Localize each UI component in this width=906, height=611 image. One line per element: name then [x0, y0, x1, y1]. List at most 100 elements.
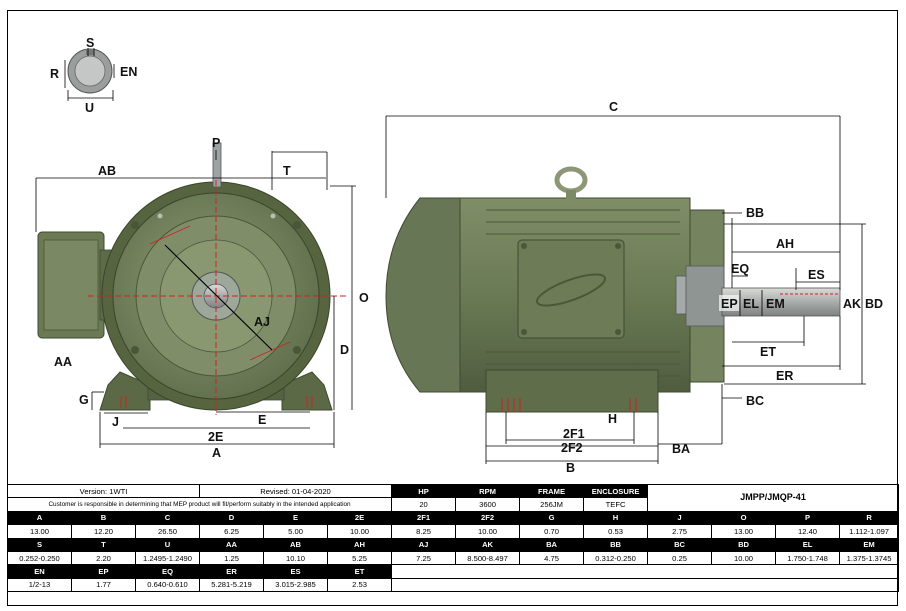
- enclosure-value: TEFC: [583, 497, 649, 512]
- label-o: O: [359, 291, 369, 305]
- dim-value: 10.00: [711, 550, 777, 566]
- dim-label: AB: [263, 537, 329, 552]
- dim-value: 1.112-1.097: [839, 524, 900, 539]
- dims-label-row: A B C D E 2E 2F1 2F2 G H J O P R: [7, 510, 900, 526]
- dim-value: 13.00: [711, 524, 777, 539]
- label-en: EN: [120, 65, 137, 79]
- dim-label: AA: [199, 537, 265, 552]
- version-cell: Version: 1WTI: [6, 483, 201, 499]
- dim-label: ES: [263, 564, 329, 579]
- label-es: ES: [808, 268, 825, 282]
- label-s: S: [86, 36, 94, 50]
- dim-label: EN: [7, 564, 72, 579]
- label-bd: BD: [865, 297, 883, 311]
- label-ba: BA: [672, 442, 690, 456]
- rpm-header: RPM: [455, 483, 521, 499]
- label-ab: AB: [98, 164, 116, 178]
- dim-label: B: [71, 510, 136, 526]
- lifting-eye: [212, 142, 222, 188]
- keyway: [86, 49, 94, 55]
- dim-value: 5.281-5.219: [199, 577, 265, 593]
- dim-value: 8.500-8.497: [455, 550, 521, 566]
- empty-cell: [391, 577, 900, 593]
- label-p: P: [212, 136, 220, 150]
- dim-label: BB: [583, 537, 649, 552]
- label-el: EL: [743, 297, 759, 311]
- label-g: G: [79, 393, 89, 407]
- dims-label-row: S T U AA AB AH AJ AK BA BB BC BD EL EM: [7, 537, 900, 552]
- dim-label: G: [519, 510, 585, 526]
- dim-value: 1.2495-1.2490: [134, 550, 201, 566]
- dim-value: 2.53: [327, 577, 393, 593]
- rpm-value: 3600: [455, 497, 521, 512]
- dim-value: 0.53: [583, 524, 649, 539]
- side-view: C BB AH EQ ES EP EL EM AK BD ET ER: [385, 100, 883, 475]
- label-ak: AK: [843, 297, 861, 311]
- dim-value: 2.20: [71, 550, 136, 566]
- dim-value: 0.25: [647, 550, 713, 566]
- label-bb: BB: [746, 206, 764, 220]
- shaft-end-inner: [74, 55, 106, 87]
- frame-header: FRAME: [519, 483, 585, 499]
- label-d: D: [340, 343, 349, 357]
- dim-value: 10.00: [455, 524, 521, 539]
- dim-label: EL: [775, 537, 841, 552]
- hp-value: 20: [391, 497, 457, 512]
- disclaimer-cell: Customer is responsible in determining t…: [6, 497, 393, 512]
- dim-label: H: [583, 510, 649, 526]
- dims-value-row: 0.252-0.250 2.20 1.2495-1.2490 1.25 10.1…: [7, 550, 900, 566]
- dim-label: C: [134, 510, 201, 526]
- dim-value: 1.77: [71, 577, 136, 593]
- label-a: A: [212, 446, 221, 460]
- dim-value: 0.640-0.610: [134, 577, 201, 593]
- dim-value: 8.25: [391, 524, 457, 539]
- dim-value: 1.25: [199, 550, 265, 566]
- dim-value: 26.50: [134, 524, 201, 539]
- dim-label: O: [711, 510, 777, 526]
- label-ah: AH: [776, 237, 794, 251]
- label-e: E: [258, 413, 266, 427]
- label-c: C: [609, 100, 618, 114]
- dim-label: R: [839, 510, 900, 526]
- label-bc: BC: [746, 394, 764, 408]
- dim-value: 5.25: [327, 550, 393, 566]
- label-et: ET: [760, 345, 776, 359]
- dim-value: 12.40: [775, 524, 841, 539]
- disclaimer-row: Customer is responsible in determining t…: [6, 497, 899, 512]
- dim-value: 10.10: [263, 550, 329, 566]
- dim-label: BD: [711, 537, 777, 552]
- dim-value: 1.750-1.748: [775, 550, 841, 566]
- dim-value: 13.00: [7, 524, 72, 539]
- dim-value: 0.252-0.250: [7, 550, 72, 566]
- dim-label: EP: [71, 564, 136, 579]
- dim-value: 0.312-0.250: [583, 550, 649, 566]
- model-cell: JMPP/JMQP-41: [647, 484, 900, 512]
- label-u: U: [85, 101, 94, 115]
- label-2f2: 2F2: [561, 441, 583, 455]
- dim-label: S: [7, 537, 72, 552]
- dim-label: BC: [647, 537, 713, 552]
- label-r: R: [50, 67, 59, 81]
- dim-label: AJ: [391, 537, 457, 552]
- dim-label: D: [199, 510, 265, 526]
- label-em: EM: [766, 297, 785, 311]
- drawing-frame: [7, 10, 898, 606]
- dim-label: AH: [327, 537, 393, 552]
- right-foot: [281, 371, 333, 411]
- dim-value: 1.375-1.3745: [839, 550, 900, 566]
- dim-value: 12.20: [71, 524, 136, 539]
- spec-table: Version: 1WTI Revised: 01-04-2020 HP RPM…: [6, 483, 900, 593]
- label-aj: AJ: [254, 315, 270, 329]
- side-conduit-box: [517, 239, 625, 339]
- hp-header: HP: [391, 483, 457, 499]
- frame-value: 256JM: [519, 497, 585, 512]
- dim-value: 1/2-13: [7, 577, 72, 593]
- dims-value-row: 13.00 12.20 26.50 6.25 5.00 10.00 8.25 1…: [7, 524, 900, 539]
- revised-cell: Revised: 01-04-2020: [199, 483, 393, 499]
- dim-label: P: [775, 510, 841, 526]
- dim-label: AK: [455, 537, 521, 552]
- label-h: H: [608, 412, 617, 426]
- label-ep: EP: [721, 297, 738, 311]
- dim-label: A: [7, 510, 72, 526]
- dim-label: T: [71, 537, 136, 552]
